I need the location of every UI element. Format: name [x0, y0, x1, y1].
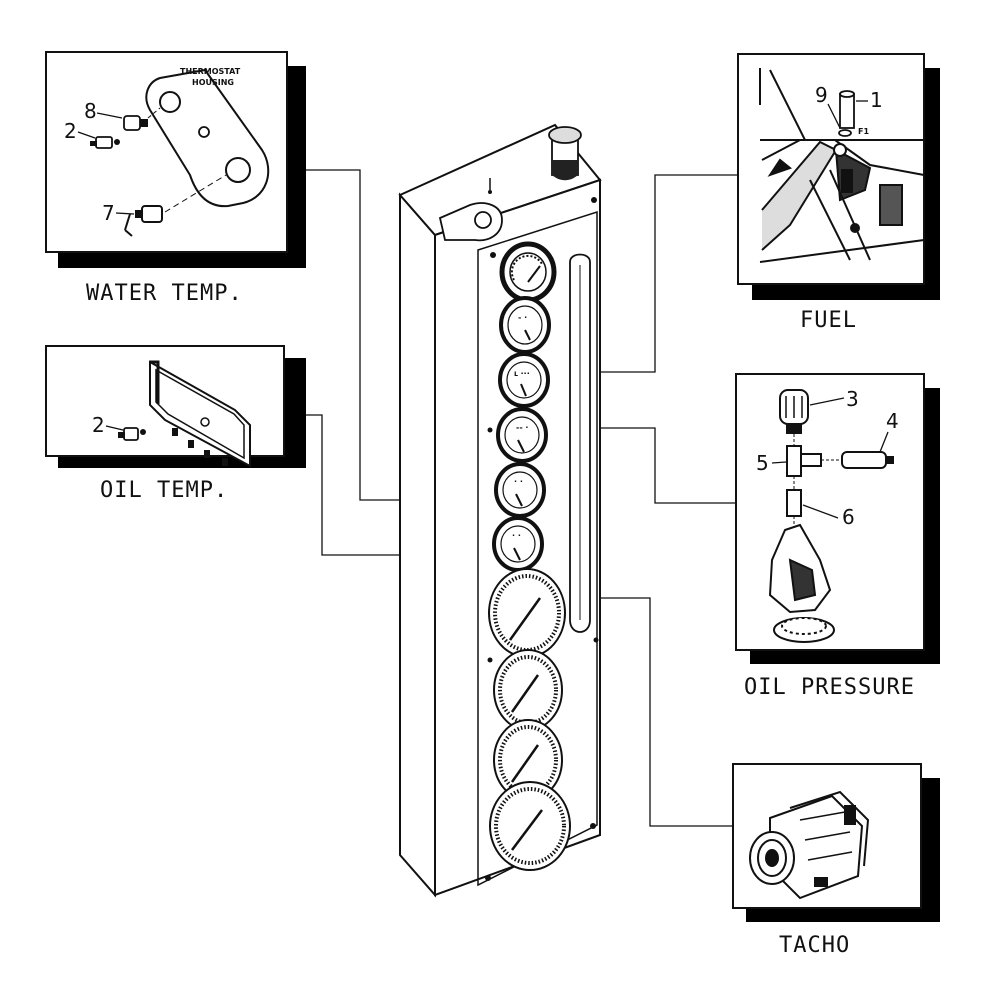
gauge-2: - · [499, 296, 551, 354]
screw [591, 197, 597, 203]
oil-temp-panel: 2 [45, 345, 306, 468]
housing-hole-bottom [225, 157, 251, 183]
sender-8 [123, 115, 148, 131]
connector-fuel [548, 174, 738, 373]
screw [593, 637, 599, 643]
gauge-4-oil-pressure: -- · [496, 407, 548, 463]
svg-text:· ·: · · [512, 531, 521, 540]
water-temp-panel: THERMOSTAT HOUSING 8 2 7 [45, 51, 306, 268]
panel-frame [735, 373, 925, 651]
leader-line [115, 212, 135, 215]
callout-6: 6 [842, 505, 855, 529]
svg-text:-- ·: -- · [516, 423, 528, 432]
connector-tacho [565, 597, 733, 827]
screw [485, 875, 491, 881]
callout-9: 9 [815, 83, 828, 107]
screw [487, 427, 493, 433]
tacho-panel [732, 763, 940, 922]
top-mark-dot [488, 190, 492, 194]
lock-hole [474, 211, 492, 229]
leader-line [809, 397, 845, 406]
connector-oil-pressure [550, 427, 738, 504]
leader-line [77, 131, 96, 139]
oil-filter-housing [768, 516, 835, 643]
leader-line [105, 425, 124, 431]
callout-3: 3 [846, 387, 859, 411]
callout-1: 1 [870, 88, 883, 112]
callout-7: 7 [102, 201, 115, 225]
sender-7 [124, 205, 163, 237]
sender-2-oil [118, 427, 146, 441]
housing-hole-small [198, 126, 210, 138]
oil-pressure-panel: 3 5 4 6 [735, 373, 940, 664]
fuel-mark: F1 [858, 127, 869, 136]
caption-water-temp: WATER TEMP. [86, 281, 243, 306]
screw [590, 823, 596, 829]
gauge-8 [493, 649, 563, 731]
cabinet-side-face [399, 192, 436, 898]
screw [490, 252, 496, 258]
gauge-1 [499, 241, 557, 303]
cabinet-bezel [477, 210, 598, 887]
leader-line [827, 103, 841, 129]
sender-2 [90, 136, 120, 149]
fuel-tank-illustration [759, 68, 925, 263]
gauge-9 [493, 719, 563, 801]
svg-text:· ·: · · [514, 477, 523, 486]
cabinet-knob [548, 126, 582, 181]
leader-line [96, 112, 123, 119]
caption-oil-pressure: OIL PRESSURE [744, 675, 915, 700]
callout-2-oil: 2 [92, 413, 105, 437]
svg-text:ւ ···: ւ ··· [514, 369, 530, 378]
fuel-cap-1 [838, 90, 855, 137]
callout-4: 4 [886, 409, 899, 433]
callout-5: 5 [756, 451, 769, 475]
screw [487, 657, 493, 663]
pressure-sender-3 [779, 389, 809, 434]
guide-line [147, 107, 161, 119]
guide-line [164, 174, 227, 213]
housing-label-line1: THERMOSTAT [180, 67, 241, 76]
instrument-cabinet: - · ւ ··· -- · · · · · [398, 123, 602, 898]
gauge-3-fuel: ւ ··· [498, 352, 550, 408]
callout-8: 8 [84, 99, 97, 123]
gauge-7-tacho [488, 568, 566, 658]
caption-oil-temp: OIL TEMP. [100, 478, 228, 503]
gauge-5-water-temp: · · [494, 462, 546, 518]
gauge-10 [489, 781, 571, 871]
alternator-illustration [749, 790, 870, 900]
housing-hole-top [159, 91, 181, 113]
pressure-switch-4 [821, 451, 894, 469]
leader-line [879, 431, 889, 453]
caption-tacho: TACHO [779, 933, 850, 958]
leader-line [771, 461, 787, 464]
oil-cooler [149, 360, 251, 468]
svg-text:- ·: - · [518, 313, 527, 322]
fuel-panel: 9 1 F1 [737, 53, 940, 300]
caption-fuel: FUEL [800, 308, 857, 333]
callout-2: 2 [64, 119, 77, 143]
housing-label-line2: HOUSING [192, 78, 234, 87]
gauge-6-oil-temp: · · [492, 516, 544, 572]
leader-line [802, 504, 839, 519]
